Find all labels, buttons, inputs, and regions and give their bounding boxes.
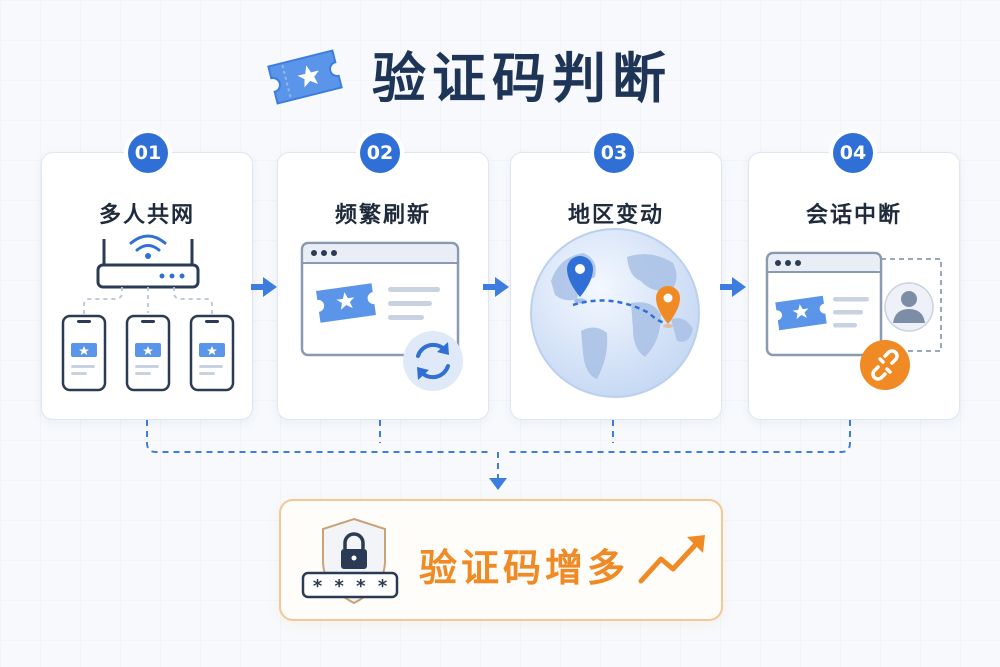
masked-code: * * * *	[312, 576, 388, 597]
trend-up-icon	[638, 535, 705, 584]
user-avatar-icon	[884, 282, 934, 332]
page-title: 验证码判断	[372, 47, 672, 110]
refresh-icon	[403, 331, 463, 391]
step-number-badge: 01	[128, 133, 168, 173]
step-number-badge: 03	[594, 133, 634, 173]
ticket-icon	[267, 49, 343, 105]
step-card-region-change: 地区变动	[510, 152, 722, 420]
shield-lock-icon: * * * *	[301, 517, 399, 605]
result-box: * * * * 验证码增多	[279, 499, 723, 621]
header: 验证码判断	[0, 28, 1000, 110]
step-label: 频繁刷新	[334, 203, 431, 228]
step-label: 地区变动	[567, 203, 664, 228]
browser-window-icon	[300, 241, 460, 357]
step-label: 会话中断	[805, 203, 902, 228]
step-label: 多人共网	[98, 203, 195, 228]
step-number-badge: 04	[833, 133, 873, 173]
step-card-frequent-refresh: 频繁刷新	[277, 152, 489, 420]
broken-link-icon	[860, 340, 910, 390]
location-pin-icon	[567, 256, 680, 328]
router-icon	[83, 234, 213, 315]
browser-window-icon	[765, 251, 942, 357]
arrow-right-icon	[483, 277, 509, 297]
step-card-session-interrupted: 会话中断	[748, 152, 960, 420]
arrow-right-icon	[720, 277, 746, 297]
arrow-right-icon	[251, 277, 277, 297]
result-label: 验证码增多	[419, 546, 630, 590]
phone-icon	[61, 314, 235, 392]
step-number-badge: 02	[360, 133, 400, 173]
step-card-shared-network: 多人共网	[41, 152, 253, 420]
